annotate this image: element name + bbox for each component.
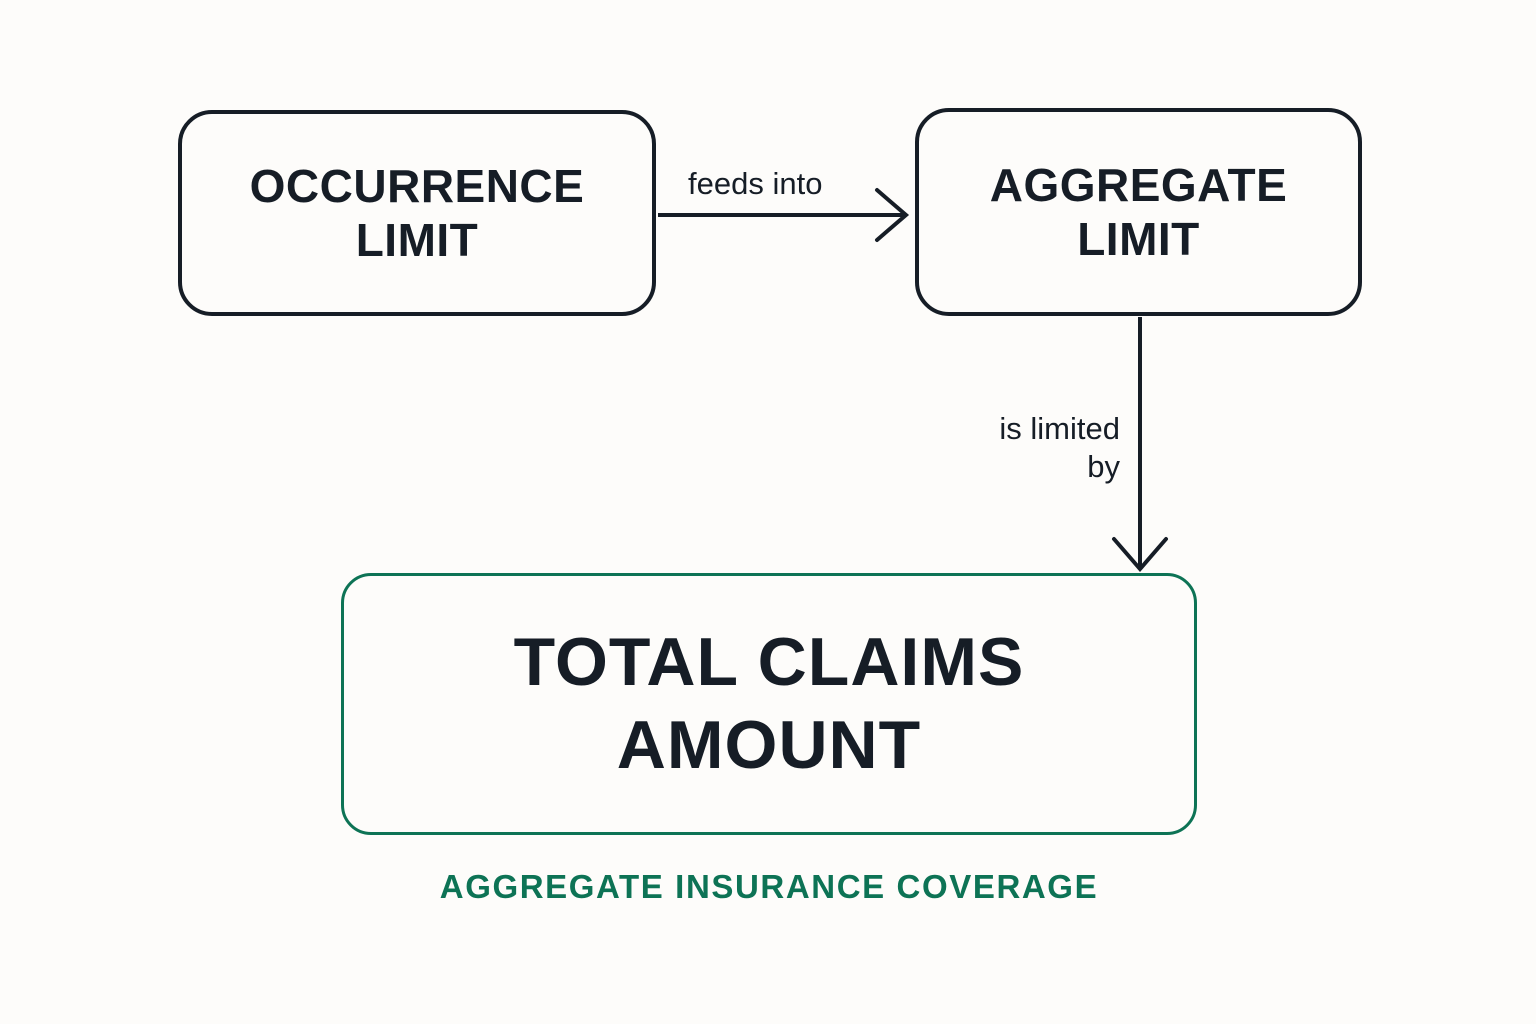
- node-occurrence-limit[interactable]: OCCURRENCE LIMIT: [178, 110, 656, 316]
- node-total-claims-amount[interactable]: TOTAL CLAIMS AMOUNT: [341, 573, 1197, 835]
- edge-label-is-limited-by: is limited by: [999, 411, 1120, 484]
- coverage-caption: AGGREGATE INSURANCE COVERAGE: [439, 868, 1099, 905]
- node-aggregate-limit[interactable]: AGGREGATE LIMIT: [915, 108, 1362, 316]
- arrowhead-down-icon: [1112, 537, 1168, 573]
- node-occurrence-limit-label: OCCURRENCE LIMIT: [249, 159, 585, 266]
- node-total-claims-amount-label: TOTAL CLAIMS AMOUNT: [513, 624, 1025, 783]
- node-aggregate-limit-label: AGGREGATE LIMIT: [989, 158, 1288, 265]
- edge-label-feeds-into: feeds into: [688, 166, 823, 201]
- edge-aggregate-to-total-claims: [1112, 317, 1168, 573]
